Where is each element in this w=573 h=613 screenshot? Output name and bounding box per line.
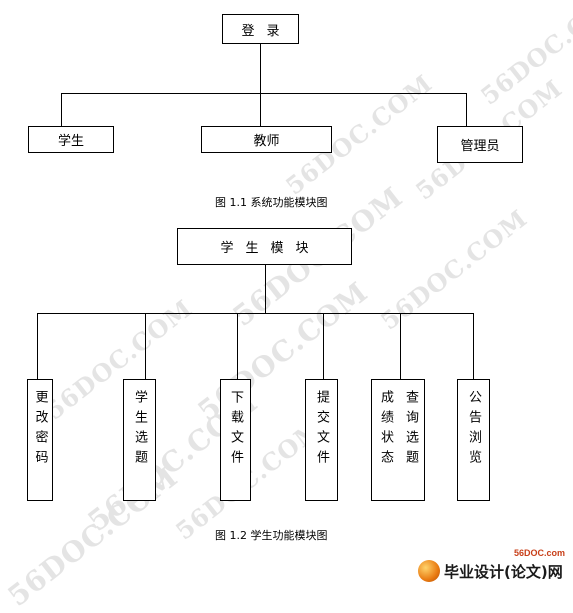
- student-node: 学生: [28, 126, 114, 153]
- logo-site-text: 56DOC.com: [514, 548, 566, 558]
- topic-selection-node: 学生选题: [123, 379, 156, 501]
- connector-line: [61, 93, 467, 94]
- connector-line: [61, 93, 62, 126]
- submit-file-node: 提交文件: [305, 379, 338, 501]
- connector-line: [473, 313, 474, 379]
- figure-caption: 图 1.1 系统功能模块图: [215, 196, 328, 209]
- site-logo: 56DOC.com 毕业设计(论文)网: [416, 548, 573, 584]
- logo-title: 毕业设计(论文)网: [444, 563, 563, 581]
- connector-line: [237, 313, 238, 379]
- query-status-node: 查询选题 成绩状态: [371, 379, 425, 501]
- watermark-text: 56DOC.COM: [374, 203, 533, 336]
- connector-line: [260, 44, 261, 93]
- admin-node: 管理员: [437, 126, 523, 163]
- connector-line: [265, 265, 266, 313]
- teacher-node: 教师: [201, 126, 332, 153]
- login-node: 登录: [222, 14, 299, 44]
- connector-line: [466, 93, 467, 126]
- connector-line: [145, 313, 146, 379]
- connector-line: [400, 313, 401, 379]
- figure-caption: 图 1.2 学生功能模块图: [215, 529, 328, 542]
- announcement-node: 公告浏览: [457, 379, 490, 501]
- connector-line: [323, 313, 324, 379]
- connector-line: [260, 93, 261, 126]
- change-password-node: 更改密码: [27, 379, 53, 501]
- connector-line: [37, 313, 38, 379]
- download-file-node: 下载文件: [220, 379, 251, 501]
- globe-icon: [418, 560, 440, 582]
- connector-line: [37, 313, 474, 314]
- student-module-node: 学生模块: [177, 228, 352, 265]
